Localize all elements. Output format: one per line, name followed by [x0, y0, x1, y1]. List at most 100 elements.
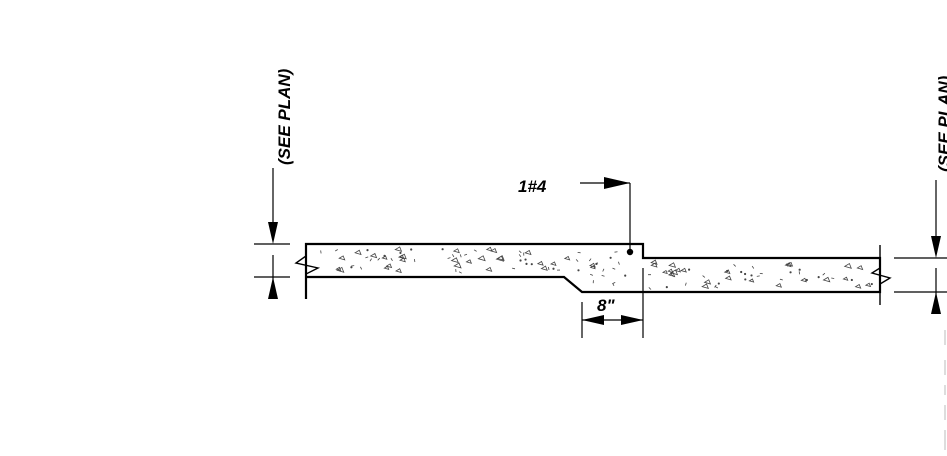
- aggregate-mark: [464, 253, 468, 256]
- right-dimension-arrow-bottom: [931, 292, 941, 314]
- aggregate-mark: [485, 266, 493, 272]
- aggregate-mark: [577, 269, 580, 272]
- aggregate-mark: [524, 258, 527, 261]
- aggregate-mark: [452, 254, 455, 258]
- aggregate-mark: [477, 255, 486, 262]
- aggregate-mark: [458, 271, 462, 274]
- aggregate-mark: [495, 255, 505, 262]
- aggregate-mark: [563, 255, 571, 261]
- aggregate-mark: [864, 282, 872, 288]
- slab-outline: [304, 242, 882, 299]
- aggregate-mark: [394, 246, 403, 252]
- aggregate-mark: [667, 268, 674, 274]
- aggregate-mark: [702, 275, 706, 278]
- aggregate-mark: [674, 267, 682, 273]
- dimension-label: 8": [597, 296, 615, 315]
- rebar-label: 1#4: [518, 177, 547, 196]
- aggregate-mark: [473, 249, 477, 252]
- aggregate-mark: [850, 278, 853, 282]
- aggregate-mark: [399, 257, 406, 263]
- aggregate-mark: [667, 271, 676, 278]
- aggregate-mark: [744, 278, 747, 281]
- aggregate-mark: [668, 262, 677, 268]
- aggregate-mark: [665, 286, 668, 289]
- aggregate-mark: [383, 265, 390, 270]
- aggregate-mark: [550, 261, 557, 267]
- aggregate-mark: [365, 256, 369, 259]
- aggregate-mark: [490, 247, 498, 254]
- aggregate-mark: [624, 274, 627, 277]
- aggregate-mark: [612, 267, 616, 270]
- aggregate-mark: [870, 282, 873, 286]
- aggregate-mark: [723, 269, 731, 275]
- aggregate-mark: [748, 278, 755, 283]
- aggregate-mark: [756, 275, 760, 277]
- aggregate-mark: [338, 255, 346, 261]
- aggregate-mark: [452, 248, 460, 254]
- aggregate-mark: [519, 259, 522, 262]
- aggregate-mark: [822, 272, 826, 276]
- aggregate-mark: [589, 265, 596, 270]
- aggregate-mark: [714, 284, 717, 288]
- aggregate-mark: [609, 256, 612, 259]
- aggregate-mark: [743, 272, 747, 276]
- aggregate-mark: [350, 266, 353, 269]
- aggregate-mark: [413, 259, 416, 263]
- aggregate-mark: [450, 257, 459, 264]
- aggregate-mark: [354, 249, 362, 256]
- aggregate-mark: [369, 258, 372, 262]
- aggregate-mark: [465, 259, 473, 264]
- aggregate-mark: [805, 278, 808, 282]
- aggregate-mark: [366, 249, 369, 252]
- aggregate-mark: [856, 265, 864, 271]
- aggregate-mark: [798, 268, 801, 271]
- aggregate-mark: [817, 276, 820, 279]
- aggregate-mark: [536, 260, 544, 266]
- aggregate-mark: [688, 268, 691, 271]
- aggregate-mark: [602, 268, 605, 272]
- aggregate-mark: [369, 252, 378, 259]
- aggregate-mark: [733, 264, 736, 267]
- aggregate-mark: [397, 254, 405, 260]
- aggregate-mark: [485, 246, 493, 252]
- aggregate-mark: [669, 269, 679, 276]
- aggregate-mark: [854, 283, 862, 289]
- aggregate-mark: [685, 282, 687, 286]
- aggregate-mark: [410, 248, 413, 251]
- aggregate-mark: [441, 248, 444, 251]
- aggregate-mark: [751, 265, 755, 269]
- aggregate-mark: [524, 249, 532, 256]
- aggregate-mark: [822, 276, 831, 283]
- aggregate-mark: [390, 258, 393, 262]
- left-dimension-arrow-top: [268, 222, 278, 244]
- aggregate-mark: [552, 267, 555, 270]
- aggregate-mark: [336, 266, 345, 273]
- aggregate-mark: [548, 266, 550, 270]
- aggregate-mark: [724, 275, 732, 281]
- aggregate-mark: [648, 287, 652, 290]
- aggregate-mark: [715, 286, 719, 289]
- aggregate-mark: [540, 265, 548, 271]
- see-plan-label-right: (SEE PLAN): [935, 75, 947, 172]
- aggregate-mark: [395, 268, 402, 274]
- aggregate-mark: [589, 273, 594, 276]
- aggregate-mark: [334, 249, 338, 252]
- rebar-arrowhead: [604, 177, 630, 189]
- aggregate-mark: [789, 271, 792, 274]
- left-dimension-arrow-bottom: [268, 277, 278, 299]
- aggregate-mark: [453, 262, 462, 269]
- concrete-hatch: [320, 246, 873, 290]
- aggregate-mark: [680, 267, 687, 273]
- aggregate-mark: [786, 261, 794, 267]
- aggregate-mark: [618, 261, 620, 265]
- aggregate-mark: [511, 267, 516, 270]
- right-dimension-arrow-top: [931, 236, 941, 258]
- left-break-line: [294, 244, 321, 299]
- aggregate-mark: [662, 269, 668, 275]
- aggregate-mark: [360, 266, 363, 270]
- see-plan-label-left: (SEE PLAN): [275, 68, 294, 165]
- aggregate-mark: [447, 257, 451, 259]
- aggregate-mark: [750, 274, 753, 277]
- aggregate-mark: [518, 250, 522, 254]
